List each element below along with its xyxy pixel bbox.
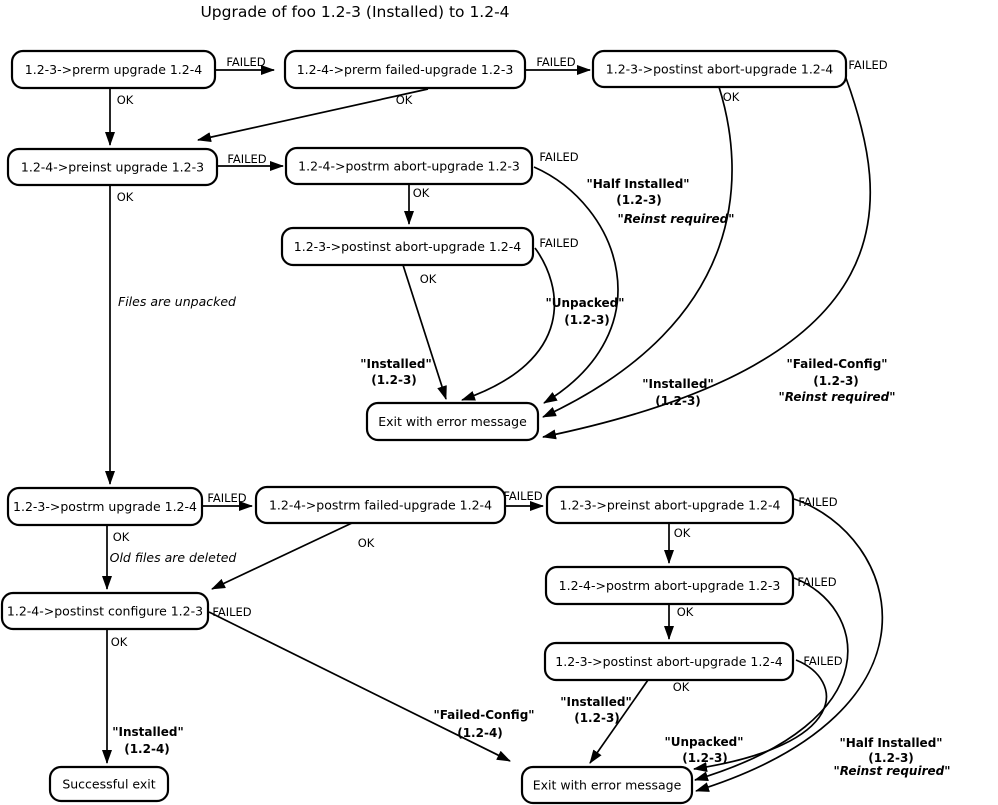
- node-successful-exit-box: [48, 765, 170, 803]
- node-postinst-abort-upgrade-mid-label: 1.2-3->postinst abort-upgrade 1.2-4: [294, 239, 521, 254]
- note-files-unpacked: Files are unpacked: [118, 294, 236, 309]
- node-postrm-abort-upgrade-top-box: [284, 146, 534, 186]
- edge-label-ok-9: OK: [674, 526, 691, 540]
- edge-postinst-abort-bottom-ok-arrow: [589, 679, 649, 764]
- state-failed-config-top-1: "Failed-Config": [786, 357, 887, 371]
- state-failed-config-top-3: "Reinst required": [779, 390, 896, 404]
- edge-preinst-abort-failed-arrow: [695, 498, 884, 792]
- node-postinst-abort-upgrade-bottom-label: 1.2-3->postinst abort-upgrade 1.2-4: [555, 654, 782, 669]
- node-prerm-upgrade-label: 1.2-3->prerm upgrade 1.2-4: [25, 62, 202, 77]
- state-half-installed-bottom-2: (1.2-3): [868, 751, 914, 765]
- edge-label-failed-12: FAILED: [212, 605, 251, 619]
- state-failed-config-bottom-1: "Failed-Config": [433, 708, 534, 722]
- node-successful-exit-label: Successful exit: [62, 777, 155, 792]
- edge-postinst-abort-top-failed-arrow: [542, 77, 872, 440]
- edge-postinst-abort-mid-ok-arrow: [402, 264, 447, 400]
- node-postinst-abort-upgrade-bottom-box: [543, 641, 795, 682]
- node-postrm-abort-upgrade-bottom-box: [544, 565, 795, 606]
- node-exit-error-bottom-box: [520, 765, 694, 805]
- edge-label-failed-10: FAILED: [797, 575, 836, 589]
- node-postinst-abort-upgrade-top-label: 1.2-3->postinst abort-upgrade 1.2-4: [606, 62, 833, 77]
- state-half-installed-bottom-1: "Half Installed": [839, 736, 942, 750]
- edge-postinst-abort-mid-failed-arrow: [461, 247, 556, 401]
- node-postrm-abort-upgrade-top-label: 1.2-4->postrm abort-upgrade 1.2-3: [298, 159, 520, 174]
- edge-label-failed-11: FAILED: [803, 654, 842, 668]
- state-installed-top-left-2: (1.2-3): [371, 373, 417, 387]
- edge-label-ok-11: OK: [673, 680, 690, 694]
- node-postrm-upgrade-label: 1.2-3->postrm upgrade 1.2-4: [13, 499, 197, 514]
- node-postrm-upgrade-box: [6, 486, 204, 527]
- edge-label-ok-10: OK: [677, 605, 694, 619]
- state-half-installed-top-3: "Reinst required": [618, 212, 735, 226]
- node-preinst-abort-upgrade-label: 1.2-3->preinst abort-upgrade 1.2-4: [560, 498, 781, 513]
- node-postinst-abort-upgrade-top-box: [591, 49, 848, 89]
- node-exit-error-top-box: [365, 401, 540, 442]
- diagram-title: Upgrade of foo 1.2-3 (Installed) to 1.2-…: [200, 3, 509, 21]
- state-unpacked-top-1: "Unpacked": [546, 296, 625, 310]
- state-failed-config-bottom-2: (1.2-4): [457, 726, 503, 740]
- state-installed-top-left-1: "Installed": [360, 357, 431, 371]
- state-installed-bottom-left-2: (1.2-4): [124, 742, 170, 756]
- edge-label-ok-4: OK: [117, 190, 134, 204]
- node-postinst-abort-upgrade-mid-box: [280, 226, 535, 267]
- edge-label-failed-2: FAILED: [536, 55, 575, 69]
- edge-label-failed-7: FAILED: [207, 491, 246, 505]
- node-postrm-failed-upgrade-label: 1.2-4->postrm failed-upgrade 1.2-4: [269, 498, 492, 513]
- node-prerm-failed-upgrade-label: 1.2-4->prerm failed-upgrade 1.2-3: [297, 62, 514, 77]
- node-preinst-upgrade-box: [6, 147, 219, 187]
- edge-postinst-abort-top-ok-arrow: [542, 86, 733, 418]
- edge-label-ok-5: OK: [413, 186, 430, 200]
- edge-postinst-abort-bottom-failed-arrow: [693, 659, 828, 772]
- state-failed-config-top-2: (1.2-3): [813, 374, 859, 388]
- node-prerm-upgrade-box: [10, 49, 217, 90]
- node-preinst-abort-upgrade-box: [545, 485, 795, 525]
- state-half-installed-top-2: (1.2-3): [616, 193, 662, 207]
- node-prerm-failed-upgrade-box: [283, 49, 527, 90]
- node-postinst-configure-label: 1.2-4->postinst configure 1.2-3: [7, 604, 203, 619]
- state-installed-bottom-left-1: "Installed": [112, 725, 183, 739]
- node-postrm-failed-upgrade-box: [254, 485, 507, 525]
- edge-postrm-abort-top-failed-arrow: [533, 166, 619, 404]
- edge-label-ok-12: OK: [111, 635, 128, 649]
- state-installed-top-right-1: "Installed": [642, 377, 713, 391]
- state-unpacked-bottom-2: (1.2-3): [682, 751, 728, 765]
- edge-label-failed-1: FAILED: [226, 55, 265, 69]
- node-preinst-upgrade-label: 1.2-4->preinst upgrade 1.2-3: [21, 160, 204, 175]
- edge-label-failed-3: FAILED: [848, 58, 887, 72]
- edge-label-ok-3: OK: [723, 90, 740, 104]
- edge-label-ok-2: OK: [396, 93, 413, 107]
- edge-label-ok-6: OK: [420, 272, 437, 286]
- node-exit-error-top-label: Exit with error message: [378, 414, 527, 429]
- edge-postinst-configure-failed-arrow: [208, 611, 511, 762]
- note-old-files-deleted: Old files are deleted: [110, 550, 237, 565]
- state-installed-bottom-mid-2: (1.2-3): [574, 711, 620, 725]
- node-postrm-abort-upgrade-bottom-label: 1.2-4->postrm abort-upgrade 1.2-3: [559, 578, 781, 593]
- state-half-installed-top-1: "Half Installed": [586, 177, 689, 191]
- edge-label-failed-6: FAILED: [539, 236, 578, 250]
- node-exit-error-bottom-label: Exit with error message: [533, 778, 682, 793]
- state-installed-top-right-2: (1.2-3): [655, 394, 701, 408]
- edge-label-failed-9: FAILED: [798, 495, 837, 509]
- edge-prerm-failed-upgrade-ok-arrow: [197, 88, 429, 143]
- state-installed-bottom-mid-1: "Installed": [560, 695, 631, 709]
- state-half-installed-bottom-3: "Reinst required": [834, 764, 951, 778]
- state-unpacked-bottom-1: "Unpacked": [665, 735, 744, 749]
- edge-label-failed-5: FAILED: [539, 150, 578, 164]
- edge-label-failed-8: FAILED: [503, 489, 542, 503]
- edge-label-failed-4: FAILED: [227, 152, 266, 166]
- node-postinst-configure-box: [0, 591, 210, 631]
- edge-label-ok-8: OK: [358, 536, 375, 550]
- edge-postrm-failed-upgrade-ok-arrow: [211, 522, 353, 590]
- edge-label-ok-1: OK: [117, 93, 134, 107]
- state-unpacked-top-2: (1.2-3): [564, 313, 610, 327]
- edge-label-ok-7: OK: [113, 530, 130, 544]
